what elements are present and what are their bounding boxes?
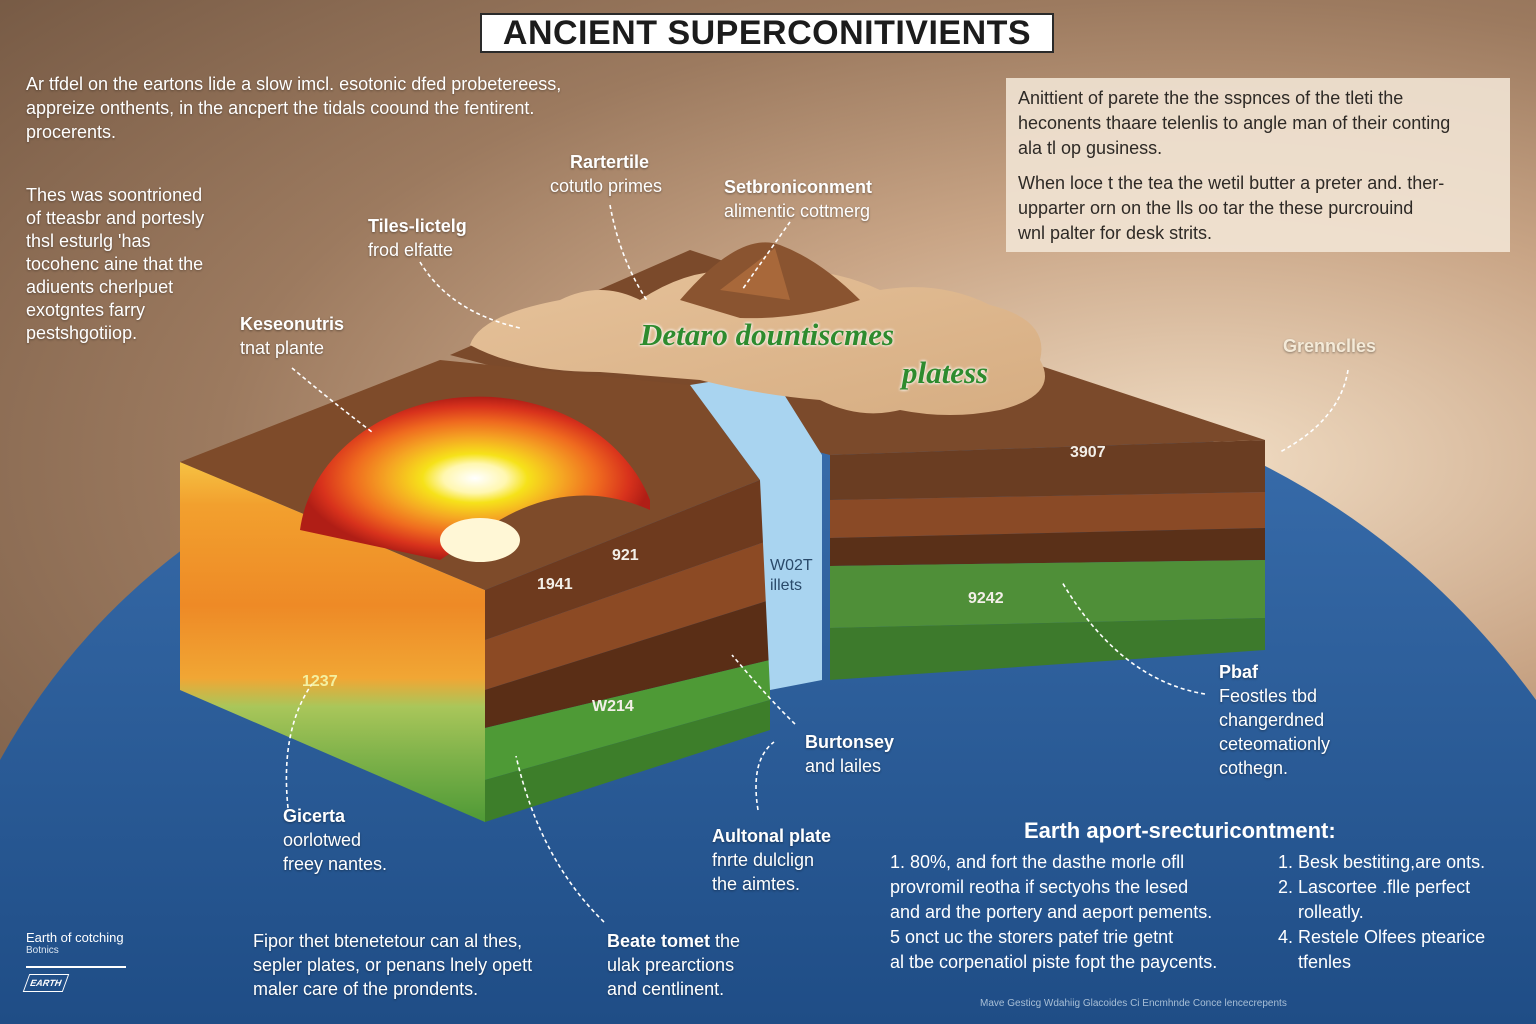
earth-section-left: 1. 80%, and fort the dasthe morle ofll p… xyxy=(890,852,1218,972)
intro-line: procerents. xyxy=(26,122,117,142)
plate-value: 3907 xyxy=(1070,444,1106,461)
brand-logo-mark: EARTH xyxy=(22,974,70,992)
page-title: ANCIENT SUPERCONITIVIENTS xyxy=(502,13,1032,52)
leader-lines xyxy=(285,204,1349,923)
brand-logo: EARTH xyxy=(22,966,126,992)
plate-value: 1941 xyxy=(537,576,573,593)
brand-line: Botnics xyxy=(26,945,59,956)
label-autonal: Aultonal plate fnrte dulclign the aimtes… xyxy=(712,826,832,894)
earth-section-heading: Earth aport-srecturicontment: xyxy=(1024,818,1336,843)
label-tiles: Tiles-lictelg frod elfatte xyxy=(368,216,467,260)
intro-line: appreize onthents, in the ancpert the ti… xyxy=(26,98,535,118)
title-box: ANCIENT SUPERCONITIVIENTS xyxy=(480,13,1054,53)
brand-line: Earth of cotching xyxy=(26,930,124,945)
info-paragraph-2: When loce t the tea the wetil butter a p… xyxy=(1018,173,1445,243)
brand-block: Earth of cotching Botnics EARTH xyxy=(22,930,126,992)
note-line: thsl esturlg 'has xyxy=(26,231,151,251)
earth-section-right: 1. Besk bestiting,are onts. 2. Lascortee… xyxy=(1278,852,1486,972)
info-box: Anittient of parete the the sspnces of t… xyxy=(1006,78,1510,252)
footer-credit: Mave Gesticg Wdahiig Glacoides Ci Encmhn… xyxy=(980,998,1287,1009)
left-note: Thes was soontrioned of tteasbr and port… xyxy=(26,184,266,345)
rift-channel xyxy=(690,372,822,690)
continent-landmass xyxy=(470,270,1045,415)
inner-core xyxy=(440,518,520,562)
label-gicerta: Gicerta oorlotwed freey nantes. xyxy=(283,806,388,874)
plate-value: 1237 xyxy=(302,673,338,690)
earth-core-cutaway xyxy=(300,396,650,560)
note-line: pestshgotiiop. xyxy=(26,323,138,343)
note-line: tocohenc aine that the xyxy=(26,254,204,274)
label-setbron: Setbroniconment alimentic cottmerg xyxy=(724,177,873,221)
note-line: adiuents cherlpuet xyxy=(26,277,174,297)
bottom-mid-text: Beate tomet the ulak prearctions and cen… xyxy=(607,931,741,999)
label-keseonutris: Keseonutris tnat plante xyxy=(240,314,345,358)
note-line: exotgntes farry xyxy=(26,300,146,320)
continent-label: Detaro dountiscmes platess xyxy=(640,317,989,390)
label-pbaf: Pbaf Feostles tbd changerdned ceteomatio… xyxy=(1219,662,1331,778)
label-grennclles: Grennclles xyxy=(1283,336,1377,356)
label-burtonsey: Burtonsey and lailes xyxy=(805,732,895,776)
plate-value: W214 xyxy=(592,698,634,715)
note-line: Thes was soontrioned xyxy=(26,185,203,205)
rift-label: W02T illets xyxy=(770,557,813,594)
plate-value: 921 xyxy=(612,547,639,564)
label-rartertile: Rartertile cotutlo primes xyxy=(550,152,663,196)
intro-line: Ar tfdel on the eartons lide a slow imcl… xyxy=(26,74,562,94)
info-paragraph-1: Anittient of parete the the sspnces of t… xyxy=(1018,88,1451,158)
bottom-left-text: Fipor thet btenetetour can al thes, sepl… xyxy=(253,931,533,999)
plate-value: 9242 xyxy=(968,590,1004,607)
intro-text: Ar tfdel on the eartons lide a slow imcl… xyxy=(26,72,646,144)
note-line: of tteasbr and portesly xyxy=(26,208,205,228)
